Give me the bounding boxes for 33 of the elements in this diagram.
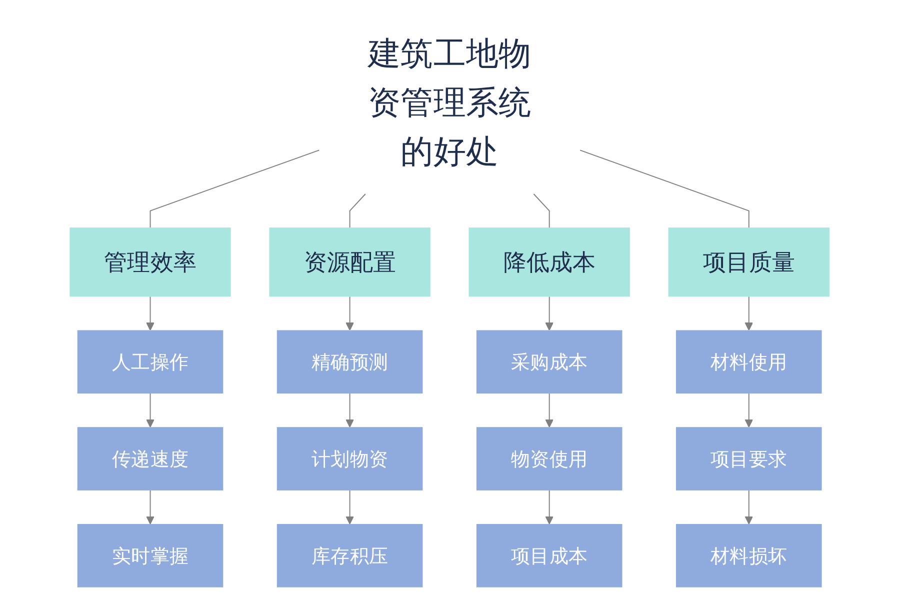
node-box: 库存积压 xyxy=(277,524,424,588)
arrow xyxy=(745,393,754,428)
node-box: 项目要求 xyxy=(676,427,822,490)
node-box: 计划物资 xyxy=(277,427,424,490)
arrow xyxy=(146,296,155,331)
arrow xyxy=(546,490,554,524)
node-box: 人工操作 xyxy=(78,330,224,394)
node-box: 项目质量 xyxy=(668,228,830,297)
arrow xyxy=(546,393,554,428)
arrow xyxy=(346,490,354,524)
node-box: 物资使用 xyxy=(476,427,623,490)
node-box: 资源配置 xyxy=(270,228,431,297)
node-box: 传递速度 xyxy=(78,427,224,490)
node-box: 管理效率 xyxy=(70,228,232,297)
node-box: 精确预测 xyxy=(277,330,424,394)
connector xyxy=(350,194,366,228)
node-box: 降低成本 xyxy=(469,228,630,297)
node-box: 材料使用 xyxy=(676,330,822,394)
arrow xyxy=(745,490,754,524)
node-box: 材料损坏 xyxy=(676,524,822,588)
node-text: 建筑工地物资管理系统的好处 xyxy=(368,34,532,171)
arrow xyxy=(546,296,554,331)
connector xyxy=(150,150,320,228)
node-box: 实时掌握 xyxy=(78,524,224,588)
arrow xyxy=(745,296,754,331)
arrow xyxy=(146,393,155,428)
connector xyxy=(580,150,750,228)
node-box: 项目成本 xyxy=(476,524,623,588)
node-box: 采购成本 xyxy=(476,330,623,394)
arrow xyxy=(146,490,155,524)
connector xyxy=(534,194,550,228)
arrow xyxy=(346,296,354,331)
arrow xyxy=(346,393,354,428)
